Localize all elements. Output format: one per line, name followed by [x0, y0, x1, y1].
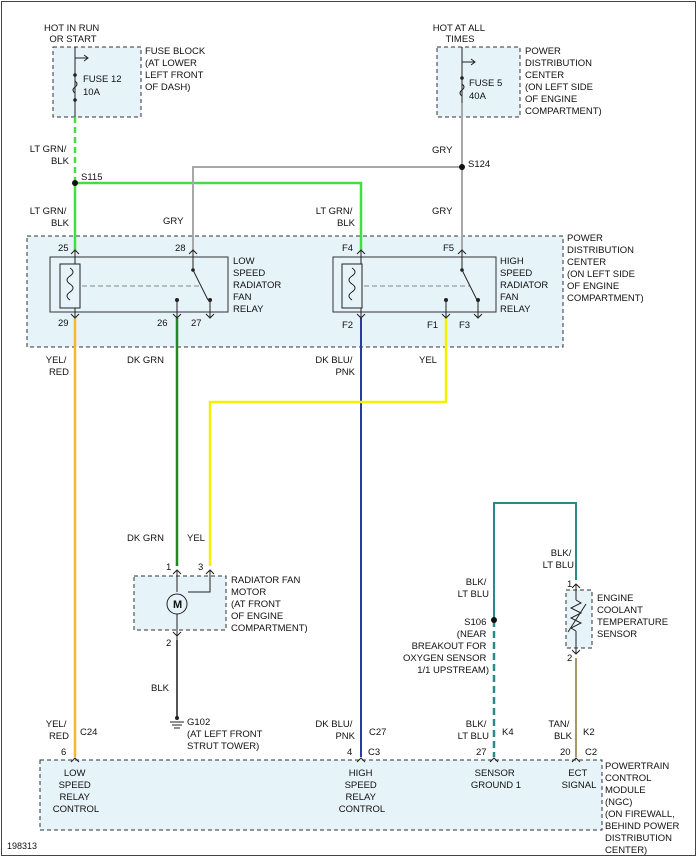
wire-label-blk-lt-blu-top: BLK/ LT BLU — [543, 548, 574, 571]
pcm-high-speed-control: HIGH SPEED RELAY CONTROL — [339, 768, 385, 815]
wire-blk-lt-blu-sensor — [493, 502, 577, 620]
pcm-k4: K4 — [502, 727, 514, 738]
wire-label-lt-grn-blk-25: LT GRN/ BLK — [30, 206, 70, 229]
pcm-pin-20: 20 — [560, 747, 571, 758]
splice-s115: S115 — [81, 172, 102, 183]
wire-label-lt-grn-blk-top: LT GRN/ BLK — [30, 144, 70, 167]
motor-m: M — [173, 599, 182, 611]
wire-label-blk: BLK — [151, 683, 170, 694]
pcm-c27: C27 — [369, 727, 386, 738]
wire-label-yel-red-pcm: YEL/ RED — [46, 719, 69, 742]
splice-s115-dot — [72, 180, 78, 186]
motor-pin-2: 2 — [166, 638, 171, 649]
motor-symbol — [166, 570, 211, 640]
pcm-sensor-ground: SENSOR GROUND 1 — [471, 768, 521, 791]
wire-label-dk-blu-pnk-top: DK BLU/ PNK — [315, 355, 355, 378]
high-relay-internals — [341, 250, 480, 318]
wire-yel — [208, 318, 448, 566]
pcm-ect-signal: ECT SIGNAL — [562, 768, 597, 791]
pin-26: 26 — [157, 318, 168, 329]
pin-f4: F4 — [342, 243, 353, 254]
fuse12-amp: 10A — [83, 87, 101, 98]
pcm-c3: C3 — [368, 747, 380, 758]
wire-label-dk-grn-motor: DK GRN — [127, 533, 164, 544]
pin-27: 27 — [191, 318, 202, 329]
fuse12-symbol — [72, 47, 89, 117]
high-relay-box — [332, 256, 497, 313]
wire-label-gry-f5: GRY — [432, 206, 453, 217]
fuse-block-box — [52, 46, 142, 118]
pin-25: 25 — [58, 243, 69, 254]
pcm-c2: C2 — [585, 747, 597, 758]
sensor-pin-2: 2 — [567, 653, 572, 664]
wire-label-yel-top: YEL — [419, 355, 437, 366]
diagram-id: 198313 — [7, 841, 37, 851]
fuse5-label: FUSE 5 — [469, 78, 502, 89]
splice-s106-dot — [491, 617, 497, 623]
wire-label-blk-lt-blu-pcm: BLK/ LT BLU — [458, 719, 489, 742]
hot-run-start-label: HOT IN RUN OR START — [44, 23, 102, 45]
wire-label-tan-blk: TAN/ BLK — [548, 719, 572, 742]
low-relay-name: LOW SPEED RADIATOR FAN RELAY — [233, 256, 284, 315]
pdc-top-label: POWER DISTRIBUTION CENTER (ON LEFT SIDE … — [525, 46, 602, 117]
pcm-pin-6: 6 — [61, 747, 66, 758]
motor-pin-3: 3 — [198, 562, 203, 573]
wire-label-gry-28: GRY — [163, 216, 184, 227]
wire-label-blk-lt-blu-mid: BLK/ LT BLU — [458, 577, 489, 600]
splice-s124: S124 — [468, 159, 490, 170]
wire-label-lt-grn-blk-f4: LT GRN/ BLK — [316, 206, 356, 229]
splice-s124-dot — [459, 164, 465, 170]
low-relay-box — [49, 256, 229, 313]
wire-label-dk-grn-top: DK GRN — [127, 355, 164, 366]
pcm-low-speed-control: LOW SPEED RELAY CONTROL — [53, 768, 99, 815]
ground-symbol — [170, 716, 184, 729]
ground-label: G102 (AT LEFT FRONT STRUT TOWER) — [187, 717, 265, 752]
wire-label-dk-blu-pnk-pcm: DK BLU/ PNK — [315, 719, 355, 742]
pin-f3: F3 — [459, 320, 470, 331]
fuse5-symbol — [459, 47, 476, 103]
pcm-box — [39, 759, 603, 831]
fuse5-amp: 40A — [469, 91, 487, 102]
wire-gry-28 — [192, 166, 462, 250]
pin-f5: F5 — [443, 243, 454, 254]
splice-s106: S106 (NEAR BREAKOUT FOR OXYGEN SENSOR 1/… — [403, 617, 489, 676]
pin-f2: F2 — [342, 320, 353, 331]
sensor-name: ENGINE COOLANT TEMPERATURE SENSOR — [597, 593, 671, 640]
thermistor-symbol — [567, 584, 587, 654]
pcm-k2: K2 — [583, 727, 595, 738]
wire-label-gry-top: GRY — [432, 145, 453, 156]
wires — [73, 103, 577, 757]
pcm-name: POWERTRAIN CONTROL MODULE (NGC) (ON FIRE… — [605, 761, 682, 856]
motor-box — [133, 575, 227, 631]
pcm-pin-27: 27 — [476, 747, 487, 758]
low-relay-internals — [59, 250, 212, 318]
pin-f1: F1 — [427, 320, 438, 331]
pdc-mid-label: POWER DISTRIBUTION CENTER (ON LEFT SIDE … — [567, 233, 644, 304]
motor-pin-1: 1 — [166, 562, 171, 573]
wire-label-yel-motor: YEL — [187, 533, 205, 544]
fuse12-label: FUSE 12 — [83, 74, 122, 85]
pcm-pin-4: 4 — [347, 747, 352, 758]
pdc-top-box — [436, 46, 521, 118]
pin-29: 29 — [58, 318, 69, 329]
hot-all-times-label: HOT AT ALL TIMES — [433, 23, 488, 45]
wire-lt-grn-blk-f4 — [75, 181, 363, 250]
high-relay-name: HIGH SPEED RADIATOR FAN RELAY — [500, 256, 551, 315]
pin-28: 28 — [175, 243, 186, 254]
motor-name: RADIATOR FAN MOTOR (AT FRONT OF ENGINE C… — [231, 575, 308, 634]
pcm-c24: C24 — [80, 727, 97, 738]
wire-label-yel-red-top: YEL/ RED — [46, 355, 69, 378]
fuse-block-label: FUSE BLOCK (AT LOWER LEFT FRONT OF DASH) — [145, 46, 208, 93]
sensor-box — [565, 589, 593, 649]
sensor-pin-1: 1 — [567, 579, 572, 590]
